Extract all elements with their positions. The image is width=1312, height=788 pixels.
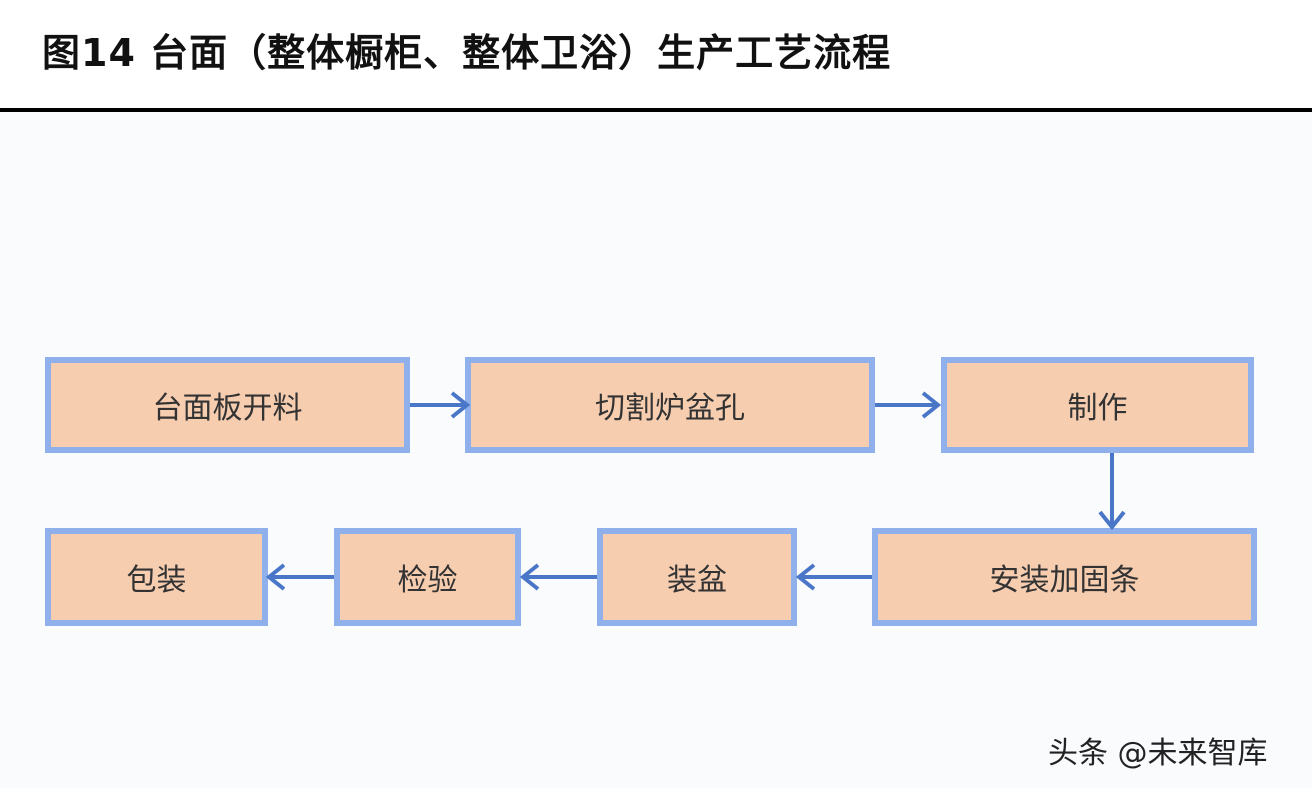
arrow-icon: [265, 563, 334, 591]
title-divider: [0, 108, 1312, 112]
arrow-icon: [1098, 453, 1126, 531]
source-watermark: 头条 @未来智库: [1048, 736, 1268, 771]
step-install-basin: 装盆: [597, 528, 797, 626]
step-fabricate: 制作: [941, 357, 1254, 453]
step-cut-sink-hole: 切割炉盆孔: [465, 357, 875, 453]
step-package: 包装: [45, 528, 268, 626]
arrow-icon: [795, 563, 872, 591]
arrow-icon: [410, 391, 471, 419]
page-title: 图14 台面（整体橱柜、整体卫浴）生产工艺流程: [42, 31, 892, 75]
step-cut-countertop-board: 台面板开料: [45, 357, 410, 453]
step-install-reinforcement-strips: 安装加固条: [872, 528, 1257, 626]
arrow-icon: [519, 563, 597, 591]
step-inspect: 检验: [334, 528, 521, 626]
arrow-icon: [875, 391, 942, 419]
